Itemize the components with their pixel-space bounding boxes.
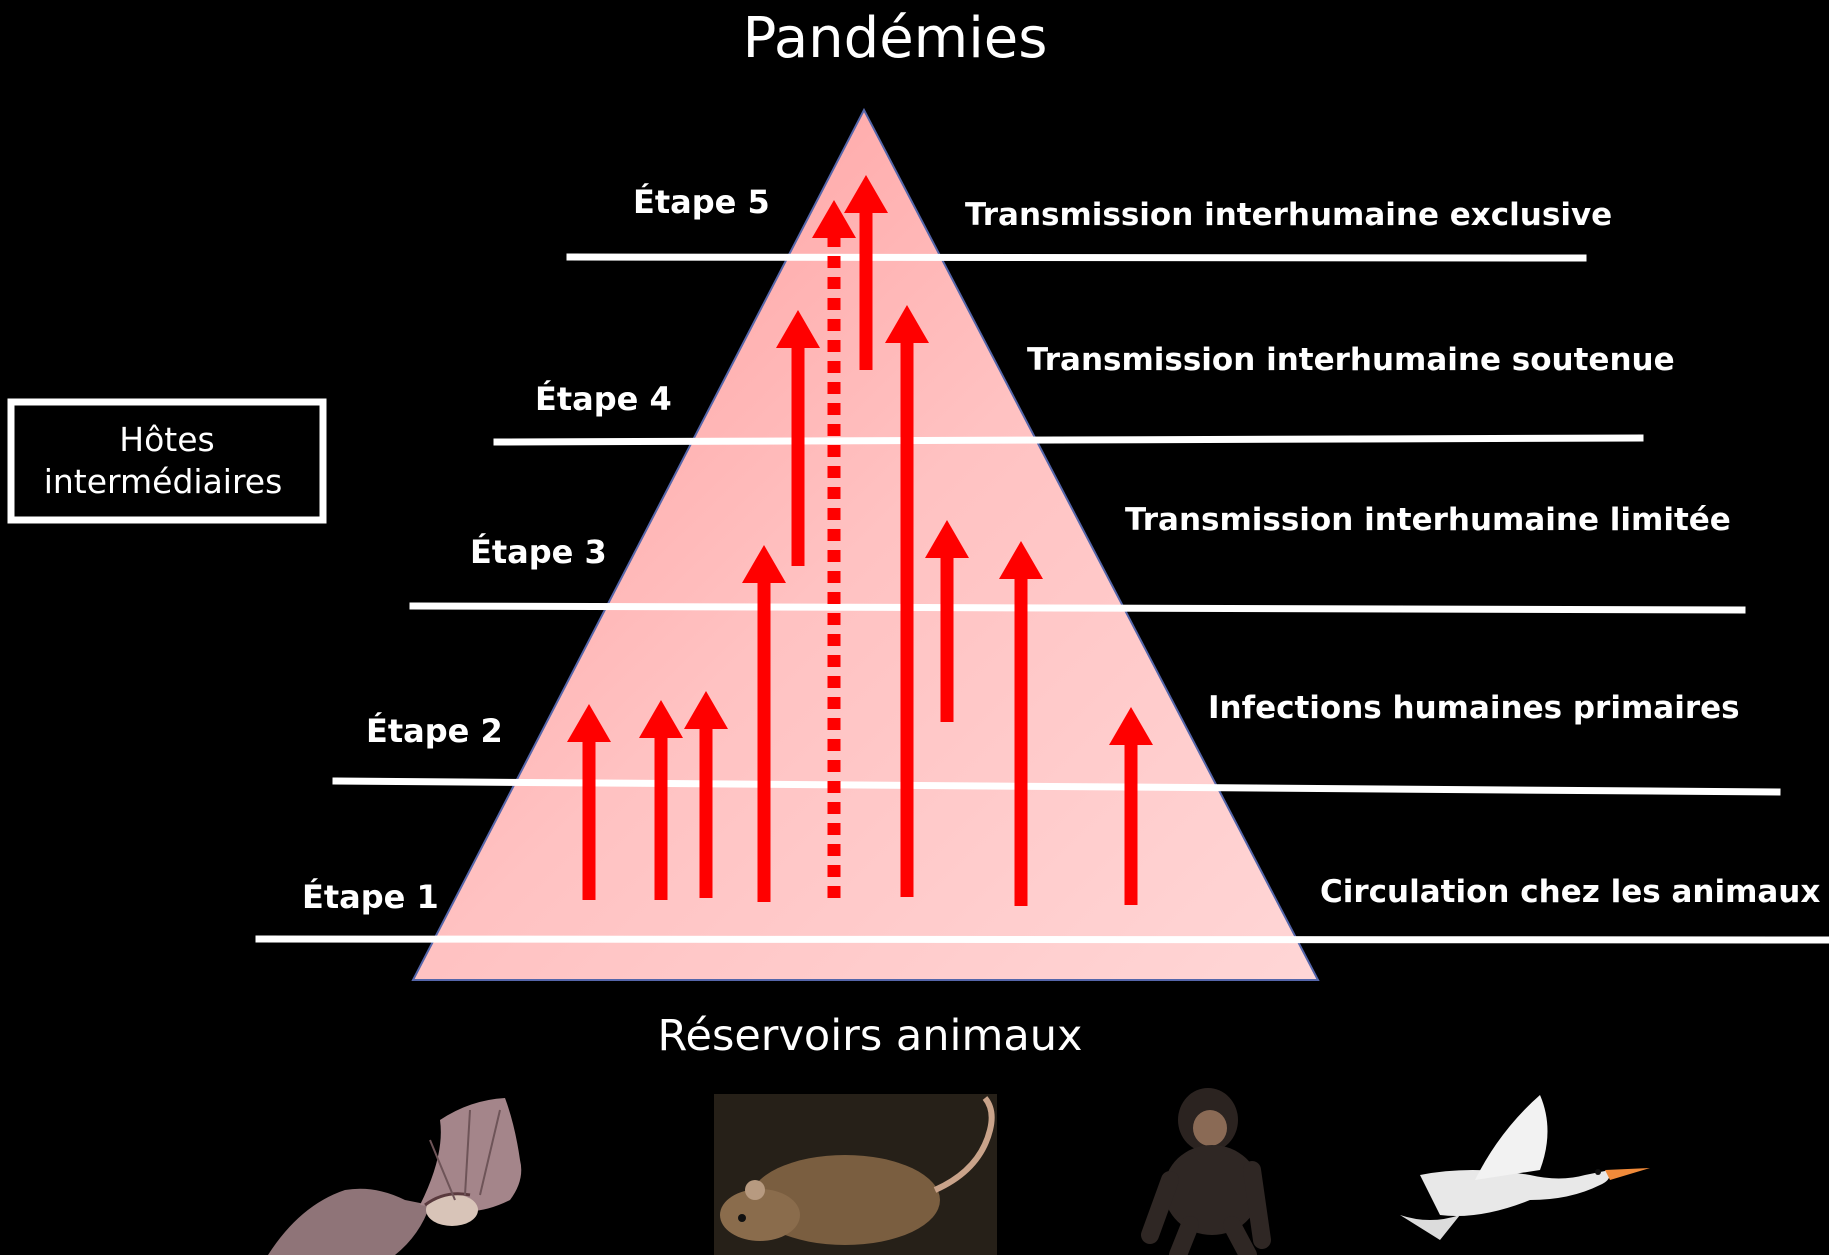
hosts-box-line1: Hôtes [119, 420, 214, 459]
rat-icon [714, 1094, 997, 1255]
hosts-box-line2: intermédiaires [44, 462, 283, 501]
stage-description-4: Transmission interhumaine soutenue [1027, 342, 1675, 378]
stage-line-5 [570, 257, 1583, 258]
stage-label-1: Étape 1 [302, 878, 439, 916]
stage-label-4: Étape 4 [535, 380, 672, 418]
stage-label-2: Étape 2 [366, 712, 503, 750]
stage-label-3: Étape 3 [470, 533, 607, 571]
stage-description-5: Transmission interhumaine exclusive [965, 197, 1612, 233]
stage-label-5: Étape 5 [633, 183, 770, 221]
goose-icon [1400, 1095, 1650, 1240]
stage-description-3: Transmission interhumaine limitée [1125, 502, 1731, 538]
chimpanzee-icon [1150, 1088, 1262, 1255]
reservoirs-label: Réservoirs animaux [658, 1011, 1083, 1061]
stage-line-4 [497, 438, 1640, 442]
stage-line-1 [259, 939, 1829, 940]
bat-icon [268, 1098, 521, 1255]
page-title: Pandémies [743, 6, 1048, 71]
stage-description-2: Infections humaines primaires [1208, 690, 1740, 726]
stage-line-3 [413, 606, 1742, 610]
stage-description-1: Circulation chez les animaux [1320, 874, 1820, 910]
